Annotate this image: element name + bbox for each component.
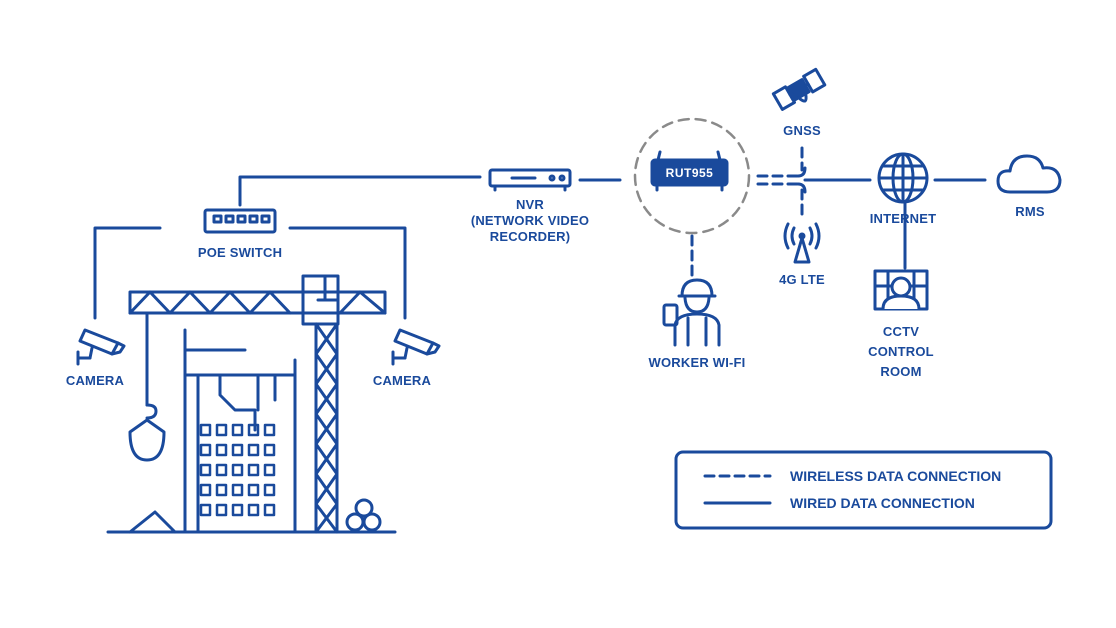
globe-icon bbox=[877, 152, 929, 204]
poe-switch-icon bbox=[203, 208, 277, 234]
cctv-label: CCTV CONTROL ROOM bbox=[856, 322, 946, 382]
cctv-label-line1: CCTV bbox=[882, 324, 920, 339]
camera-right-icon bbox=[391, 328, 441, 366]
cloud-icon bbox=[996, 154, 1062, 194]
nvr-icon bbox=[488, 168, 572, 192]
router-highlight-circle bbox=[633, 117, 751, 235]
legend-box bbox=[674, 450, 1053, 530]
cctv-label-line3: ROOM bbox=[880, 364, 922, 379]
router-icon bbox=[650, 150, 729, 192]
nvr-label-line3: RECORDER) bbox=[489, 229, 571, 244]
router-label: RUT955 bbox=[665, 166, 714, 180]
wireless-connection-lines bbox=[690, 146, 804, 278]
gnss-label: GNSS bbox=[783, 123, 821, 138]
worker-icon bbox=[662, 278, 721, 347]
wired-connection-lines bbox=[93, 175, 987, 320]
camera-left-icon bbox=[76, 328, 126, 366]
nvr-label: NVR (NETWORK VIDEO RECORDER) bbox=[470, 197, 590, 245]
lte-tower-icon bbox=[783, 222, 821, 264]
camera-left-label: CAMERA bbox=[65, 373, 125, 388]
nvr-label-line1: NVR bbox=[515, 197, 545, 212]
construction-site-icon bbox=[106, 274, 397, 534]
legend-wired-label: WIRED DATA CONNECTION bbox=[790, 495, 975, 511]
cctv-control-room-icon bbox=[873, 269, 929, 311]
nvr-label-line2: (NETWORK VIDEO bbox=[470, 213, 590, 228]
legend-wireless-label: WIRELESS DATA CONNECTION bbox=[790, 468, 1002, 484]
cctv-label-line2: CONTROL bbox=[868, 344, 934, 359]
worker-wifi-label: WORKER WI-FI bbox=[648, 355, 746, 370]
poe-switch-label: POE SWITCH bbox=[197, 245, 283, 260]
lte-label: 4G LTE bbox=[779, 272, 825, 287]
internet-label: INTERNET bbox=[869, 211, 937, 226]
satellite-icon bbox=[771, 67, 827, 111]
camera-right-label: CAMERA bbox=[372, 373, 432, 388]
rms-label: RMS bbox=[1015, 204, 1045, 219]
junction-icon bbox=[796, 166, 807, 194]
